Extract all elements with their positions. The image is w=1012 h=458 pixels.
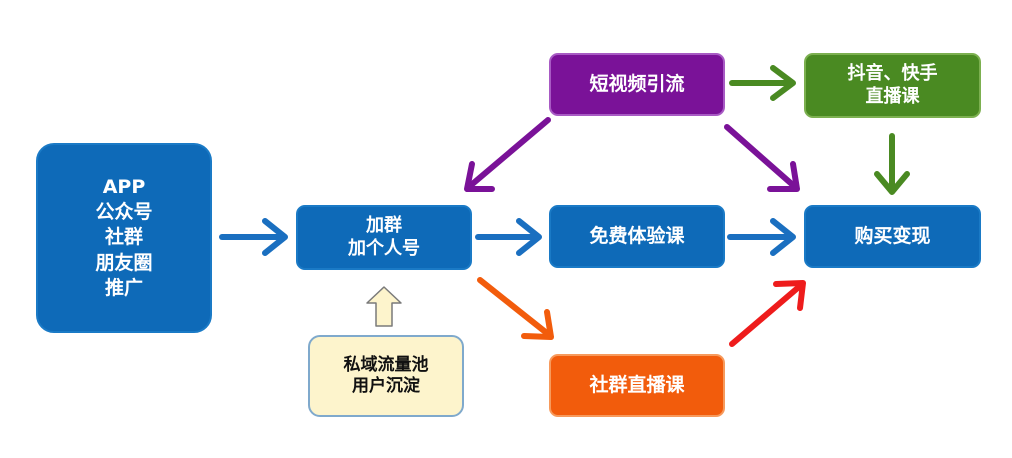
short-video-line-1: 短视频引流 bbox=[589, 72, 685, 95]
arrow-community-live-to-purchase bbox=[729, 280, 806, 347]
purchase-node: 购买变现 bbox=[804, 205, 981, 268]
arrow-private-pool-to-group bbox=[366, 286, 402, 327]
promotion-line-1: APP bbox=[102, 176, 146, 199]
douyin-kuaishou-node: 抖音、快手 直播课 bbox=[804, 53, 981, 118]
free-trial-node: 免费体验课 bbox=[549, 205, 725, 268]
promotion-line-2: 公众号 bbox=[95, 201, 153, 224]
community-live-line-1: 社群直播课 bbox=[589, 373, 685, 396]
private-pool-line-1: 私域流量池 bbox=[343, 354, 429, 375]
private-pool-node: 私域流量池 用户沉淀 bbox=[308, 335, 464, 417]
arrow-free-trial-to-purchase bbox=[727, 218, 796, 256]
promotion-line-3: 社群 bbox=[104, 226, 143, 249]
short-video-node: 短视频引流 bbox=[549, 53, 725, 116]
free-trial-line-1: 免费体验课 bbox=[589, 224, 685, 247]
join-group-line-1: 加群 bbox=[366, 215, 402, 236]
promotion-node: APP 公众号 社群 朋友圈 推广 bbox=[36, 143, 212, 333]
promotion-line-4: 朋友圈 bbox=[95, 251, 153, 274]
arrow-short-video-to-group bbox=[464, 117, 551, 192]
community-live-node: 社群直播课 bbox=[549, 354, 725, 417]
arrow-short-video-to-purchase bbox=[724, 124, 800, 192]
private-pool-line-2: 用户沉淀 bbox=[352, 376, 420, 396]
arrow-group-to-free-trial bbox=[475, 218, 542, 256]
join-group-line-2: 加个人号 bbox=[348, 237, 420, 259]
arrow-short-video-to-douyin bbox=[729, 65, 796, 101]
purchase-line-1: 购买变现 bbox=[854, 224, 931, 247]
douyin-line-1: 抖音、快手 bbox=[847, 63, 938, 84]
promotion-line-5: 推广 bbox=[104, 276, 143, 299]
douyin-line-2: 直播课 bbox=[865, 85, 920, 107]
join-group-node: 加群 加个人号 bbox=[296, 205, 472, 270]
arrow-douyin-to-purchase bbox=[874, 133, 910, 195]
arrow-promotion-to-group bbox=[219, 218, 288, 256]
arrow-group-to-community-live bbox=[477, 277, 554, 340]
